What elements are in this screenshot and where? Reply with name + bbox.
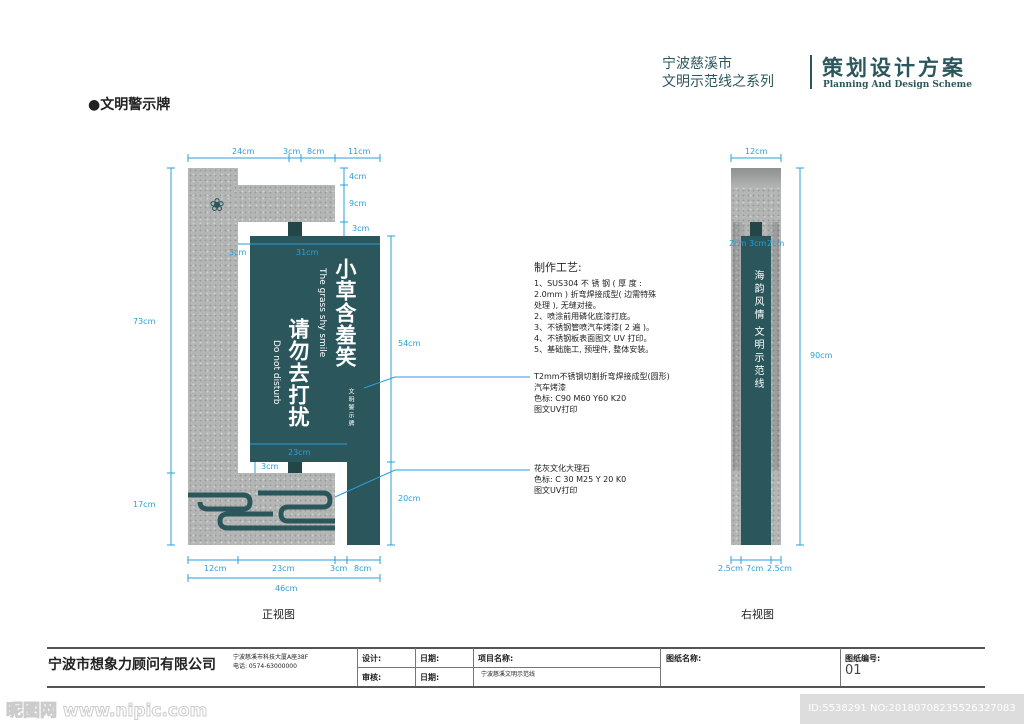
series-line2: 文明示范线之系列 [662, 74, 774, 90]
process-line: 4、不锈钢板表面图文 UV 打印。 [534, 334, 652, 343]
brand-cn: 策划设计方案 [822, 55, 966, 80]
section-title-text: 文明警示牌 [100, 97, 171, 113]
dim-height-73: 73cm [133, 317, 156, 326]
divider [660, 648, 661, 686]
dim-right-3: 3cm [352, 224, 370, 233]
dim-gap-3: 3cm [261, 462, 279, 471]
side-connector [750, 222, 762, 236]
dim-height-54: 54cm [398, 339, 421, 348]
side-dim-25a: 2.5cm [718, 564, 743, 573]
footer-mid-line [357, 667, 660, 668]
dim-height-17: 17cm [133, 500, 156, 509]
note-marble: 花灰文化大理石 色标: C 30 M25 Y 20 K0 图文UV打印 [534, 463, 626, 496]
process-line: 2.0mm ) 折弯焊接成型( 边需特殊 [534, 290, 657, 299]
top-connector [288, 222, 302, 236]
side-dim-25b: 2.5cm [767, 564, 792, 573]
side-panel [741, 236, 771, 545]
sign-panel [250, 236, 380, 462]
sign-subtitle-en: Do not disturb [271, 340, 281, 405]
divider [415, 648, 416, 686]
dim-right-4: 4cm [349, 172, 367, 181]
drawing-number: 01 [845, 663, 862, 678]
dim-height-20: 20cm [398, 494, 421, 503]
dim-total-46: 46cm [275, 584, 298, 593]
side-dim-2b: 2cm [767, 239, 785, 248]
note-line: 汽车烤漆 [534, 383, 566, 392]
dim-bottom-12: 12cm [204, 564, 227, 573]
logo-icon: ❀ [209, 195, 225, 216]
process-line: 处理 ), 无缝对接。 [534, 301, 601, 310]
drawing-number-label: 图纸编号: [845, 654, 881, 663]
dim-bottom-23: 23cm [272, 564, 295, 573]
note-line: 图文UV打印 [534, 486, 578, 495]
section-title: ●文明警示牌 [88, 94, 170, 114]
sign-post [347, 460, 380, 545]
watermark-right: ID:5538291 NO:20180708235526327083 [800, 694, 1024, 724]
process-title: 制作工艺: [534, 261, 582, 274]
note-line: 花灰文化大理石 [534, 464, 590, 473]
side-dim-7: 7cm [746, 564, 764, 573]
process-line: 2、喷涂前用磷化底漆打底。 [534, 312, 636, 321]
note-steel: T2mm不锈钢切割折弯焊接成型(圆形) 汽车烤漆 色标: C90 M60 Y60… [534, 371, 670, 415]
dim-top-3: 3cm [283, 147, 301, 156]
dim-width-23: 23cm [288, 448, 311, 457]
divider [357, 648, 358, 686]
company-name: 宁波市想象力顾问有限公司 [48, 657, 216, 673]
side-text-1: 海韵风情 [752, 270, 763, 322]
bottom-connector [288, 462, 302, 473]
project-value: 宁波慈溪文明示范线 [481, 671, 536, 678]
series-title: 宁波慈溪市 文明示范线之系列 [662, 55, 774, 91]
side-view-caption: 右视图 [741, 608, 774, 621]
side-dim-12: 12cm [745, 147, 768, 156]
note-line: T2mm不锈钢切割折弯焊接成型(圆形) [534, 372, 670, 381]
review-label: 审核: [362, 673, 382, 682]
footer-top-line [47, 647, 985, 649]
project-label: 项目名称: [478, 654, 514, 663]
footer-bottom-line [47, 686, 985, 688]
side-dim-3: 3cm [749, 239, 767, 248]
process-list: 1、SUS304 不 锈 钢 ( 厚 度 : 2.0mm ) 折弯焊接成型( 边… [534, 278, 656, 355]
date-label: 日期: [420, 654, 440, 663]
side-dim-90: 90cm [810, 351, 833, 360]
dim-right-9: 9cm [349, 199, 367, 208]
bullet-icon: ● [88, 97, 101, 113]
process-line: 5、基础施工, 预埋件, 整体安装。 [534, 345, 654, 354]
dim-left-3: 3cm [229, 248, 247, 257]
process-line: 3、不锈钢管喷汽车烤漆( 2 遍 )。 [534, 323, 655, 332]
dim-bottom-3: 3cm [330, 564, 348, 573]
note-line: 图文UV打印 [534, 405, 578, 414]
divider [840, 648, 841, 686]
drawing-name-label: 图纸名称: [666, 654, 702, 663]
dim-top-8: 8cm [307, 147, 325, 156]
header-divider [810, 55, 812, 89]
process-line: 1、SUS304 不 锈 钢 ( 厚 度 : [534, 279, 642, 288]
date-label: 日期: [420, 673, 440, 682]
sign-subtitle: 请勿去打扰 [286, 318, 310, 428]
series-line1: 宁波慈溪市 [662, 56, 732, 72]
dim-width-31: 31cm [296, 248, 319, 257]
sign-title: 小草含羞笑 [333, 258, 357, 368]
front-view-caption: 正视图 [262, 608, 295, 621]
sign-small-text: 文明警示牌 [347, 388, 354, 428]
divider [473, 648, 474, 686]
dim-top-24: 24cm [232, 147, 255, 156]
company-address: 宁波慈溪市科技大厦A座38F [233, 654, 309, 661]
brand-en: Planning And Design Scheme [823, 80, 972, 90]
design-label: 设计: [362, 654, 382, 663]
side-stone-shade-top [731, 168, 781, 188]
watermark-left: 昵图网 www.nipic.com [5, 701, 208, 722]
side-text-2: 文明示范线 [752, 326, 763, 391]
dim-top-11: 11cm [348, 147, 371, 156]
dim-bottom-8: 8cm [354, 564, 372, 573]
company-phone: 电话: 0574-63000000 [233, 663, 297, 670]
side-dim-2a: 2cm [729, 239, 747, 248]
note-line: 色标: C 30 M25 Y 20 K0 [534, 475, 627, 484]
sign-title-en: The grass shy smile [317, 268, 327, 358]
cloud-pattern [188, 490, 335, 531]
note-line: 色标: C90 M60 Y60 K20 [534, 394, 627, 403]
